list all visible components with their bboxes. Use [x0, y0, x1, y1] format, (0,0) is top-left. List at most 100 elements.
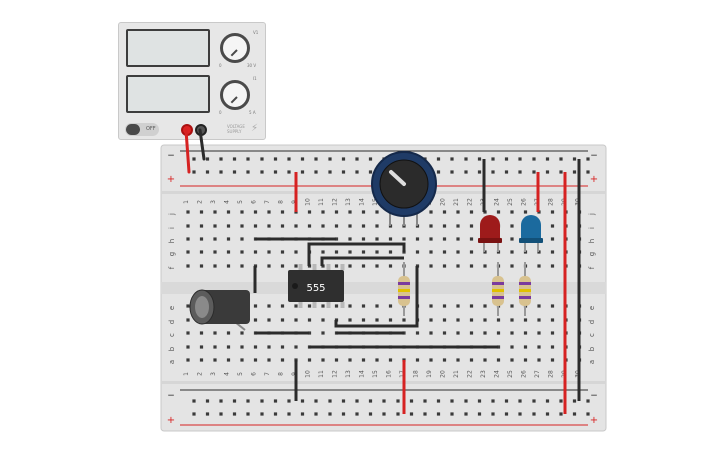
hole[interactable]	[510, 237, 514, 241]
hole[interactable]	[550, 331, 555, 335]
hole[interactable]	[456, 318, 460, 322]
hole[interactable]	[510, 224, 514, 228]
rail-hole[interactable]	[260, 399, 264, 403]
hole[interactable]	[375, 250, 379, 254]
hole[interactable]	[240, 224, 244, 228]
rail-hole[interactable]	[532, 157, 536, 161]
hole[interactable]	[226, 331, 231, 335]
hole[interactable]	[523, 318, 528, 322]
hole[interactable]	[456, 224, 460, 228]
rail-hole[interactable]	[314, 157, 318, 161]
hole[interactable]	[348, 224, 352, 228]
rail-hole[interactable]	[219, 157, 223, 161]
hole[interactable]	[186, 358, 190, 362]
hole[interactable]	[429, 250, 433, 254]
hole[interactable]	[307, 304, 312, 308]
hole[interactable]	[213, 237, 217, 241]
rail-hole[interactable]	[355, 157, 359, 161]
rail-hole[interactable]	[504, 399, 509, 403]
wire-psu-positive[interactable]	[184, 128, 191, 174]
rail-hole[interactable]	[192, 399, 196, 403]
hole[interactable]	[361, 224, 366, 228]
hole[interactable]	[510, 210, 514, 214]
hole[interactable]	[240, 345, 244, 349]
hole[interactable]	[442, 331, 447, 335]
hole[interactable]	[402, 237, 406, 241]
hole[interactable]	[361, 237, 366, 241]
rail-hole[interactable]	[559, 412, 563, 416]
power-supply[interactable]: V1 I1 0 30 V 0 5 A OFF VOLTAGE SUPPLY ⚡	[118, 22, 266, 140]
hole[interactable]	[267, 345, 271, 349]
hole[interactable]	[510, 264, 514, 268]
hole[interactable]	[375, 358, 379, 362]
hole[interactable]	[442, 304, 447, 308]
rail-hole[interactable]	[436, 412, 441, 416]
hole[interactable]	[361, 318, 366, 322]
hole[interactable]	[496, 345, 501, 349]
rail-hole[interactable]	[504, 412, 509, 416]
wire-psu-negative[interactable]	[198, 128, 206, 161]
hole[interactable]	[456, 237, 460, 241]
hole[interactable]	[213, 345, 217, 349]
rail-hole[interactable]	[545, 157, 550, 161]
hole[interactable]	[348, 318, 352, 322]
hole[interactable]	[388, 304, 393, 308]
rail-hole[interactable]	[477, 412, 482, 416]
hole[interactable]	[469, 210, 474, 214]
rail-hole[interactable]	[545, 170, 550, 174]
hole[interactable]	[361, 304, 366, 308]
hole[interactable]	[199, 224, 204, 228]
hole[interactable]	[348, 250, 352, 254]
current-knob[interactable]	[220, 80, 250, 110]
rail-hole[interactable]	[246, 412, 250, 416]
hole[interactable]	[334, 304, 339, 308]
hole[interactable]	[199, 237, 204, 241]
hole[interactable]	[469, 250, 474, 254]
hole[interactable]	[510, 358, 514, 362]
hole[interactable]	[483, 331, 487, 335]
rail-hole[interactable]	[409, 399, 414, 403]
hole[interactable]	[240, 331, 244, 335]
hole[interactable]	[496, 331, 501, 335]
hole[interactable]	[550, 304, 555, 308]
hole[interactable]	[429, 210, 433, 214]
rail-hole[interactable]	[355, 412, 359, 416]
rail-hole[interactable]	[328, 412, 332, 416]
rail-hole[interactable]	[477, 399, 482, 403]
hole[interactable]	[348, 304, 352, 308]
rail-hole[interactable]	[572, 170, 577, 174]
hole[interactable]	[226, 264, 231, 268]
rail-hole[interactable]	[355, 170, 359, 174]
hole[interactable]	[213, 264, 217, 268]
rail-hole[interactable]	[300, 399, 305, 403]
hole[interactable]	[334, 264, 339, 268]
hole[interactable]	[321, 318, 325, 322]
rail-hole[interactable]	[518, 157, 522, 161]
rail-hole[interactable]	[355, 399, 359, 403]
hole[interactable]	[240, 358, 244, 362]
hole[interactable]	[361, 210, 366, 214]
hole[interactable]	[456, 358, 460, 362]
wire-black-pin-link[interactable]	[320, 256, 404, 266]
hole[interactable]	[550, 318, 555, 322]
rail-hole[interactable]	[260, 170, 264, 174]
led-red[interactable]	[478, 215, 502, 252]
hole[interactable]	[510, 331, 514, 335]
hole[interactable]	[375, 224, 379, 228]
hole[interactable]	[550, 358, 555, 362]
rail-hole[interactable]	[436, 399, 441, 403]
hole[interactable]	[442, 318, 447, 322]
hole[interactable]	[307, 358, 312, 362]
hole[interactable]	[199, 264, 204, 268]
rail-hole[interactable]	[368, 412, 373, 416]
hole[interactable]	[280, 210, 285, 214]
hole[interactable]	[496, 318, 501, 322]
hole[interactable]	[348, 237, 352, 241]
rail-hole[interactable]	[532, 412, 536, 416]
hole[interactable]	[483, 304, 487, 308]
hole[interactable]	[280, 264, 285, 268]
hole[interactable]	[186, 210, 190, 214]
hole[interactable]	[469, 304, 474, 308]
rail-hole[interactable]	[504, 157, 509, 161]
rail-hole[interactable]	[423, 412, 427, 416]
